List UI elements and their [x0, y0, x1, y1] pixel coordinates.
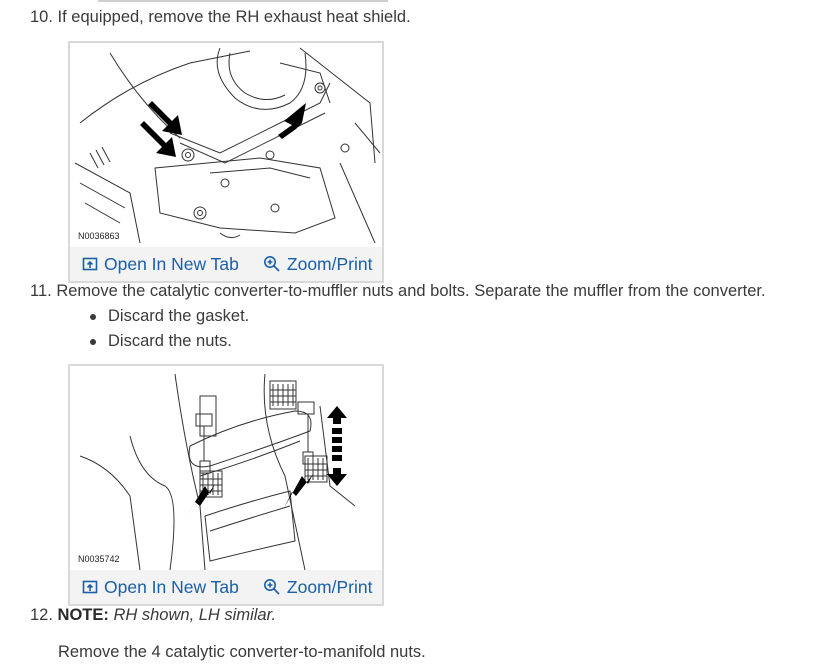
zoom-print-label: Zoom/Print [286, 253, 373, 274]
open-in-new-tab-label: Open In New Tab [104, 253, 239, 274]
zoom-print-link[interactable]: Zoom/Print [263, 253, 373, 275]
step-number: 12. [30, 606, 53, 624]
zoom-in-icon [263, 579, 280, 595]
step-10: 10. If equipped, remove the RH exhaust h… [30, 7, 411, 27]
figure-id: N0036863 [78, 231, 120, 241]
muffler-nuts-illustration[interactable]: N0035742 [70, 366, 382, 570]
open-in-new-tab-icon [82, 257, 98, 271]
figure-links: Open In New Tab Zoom/Print [70, 247, 382, 281]
step-text: If equipped, remove the RH exhaust heat … [57, 8, 411, 26]
figure-id: N0035742 [78, 554, 120, 564]
step-number: 10. [30, 8, 53, 26]
step-11-bullets: Discard the gasket. Discard the nuts. [88, 306, 249, 356]
step-number: 11. [30, 282, 52, 300]
open-in-new-tab-icon [82, 580, 98, 594]
step-11: 11. Remove the catalytic converter-to-mu… [30, 281, 766, 301]
figure-heat-shield: N0036863 Open In New Tab Zoom/Print [68, 41, 384, 283]
note-text: RH shown, LH similar. [113, 606, 277, 624]
figure-links: Open In New Tab Zoom/Print [70, 570, 382, 604]
open-in-new-tab-link[interactable]: Open In New Tab [82, 577, 239, 598]
previous-figure-edge [98, 0, 388, 2]
note-label: NOTE: [57, 606, 109, 624]
step-text: Remove the catalytic converter-to-muffle… [56, 282, 766, 300]
zoom-in-icon [263, 256, 280, 272]
open-in-new-tab-label: Open In New Tab [104, 576, 239, 597]
heat-shield-illustration[interactable]: N0036863 [70, 43, 382, 247]
figure-muffler-nuts: N0035742 Open In New Tab Zoom/Print [68, 364, 384, 606]
list-item: Discard the gasket. [88, 306, 249, 331]
zoom-print-label: Zoom/Print [286, 576, 373, 597]
zoom-print-link[interactable]: Zoom/Print [263, 576, 373, 598]
list-item: Discard the nuts. [88, 331, 249, 356]
step-12: 12. NOTE: RH shown, LH similar. [30, 605, 276, 625]
step-12-paragraph: Remove the 4 catalytic converter-to-mani… [58, 643, 426, 661]
open-in-new-tab-link[interactable]: Open In New Tab [82, 254, 239, 275]
